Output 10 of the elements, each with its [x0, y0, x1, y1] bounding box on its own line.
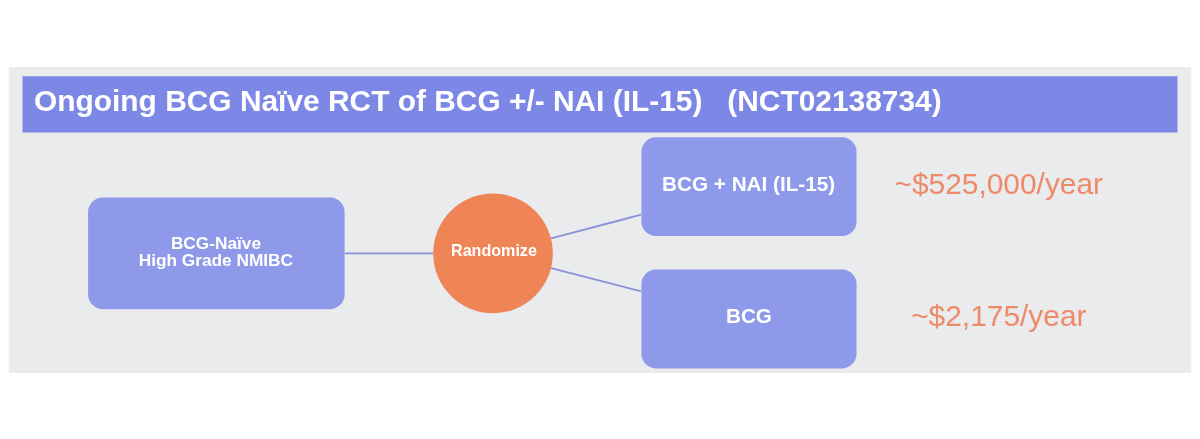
node-label: ~$525,000/year	[894, 166, 1104, 200]
connector	[550, 213, 643, 239]
connector	[550, 266, 643, 292]
node-box: BCG	[641, 268, 857, 368]
node-box: BCG + NAI (IL-15)	[641, 136, 857, 236]
node-circle: Randomize	[433, 193, 553, 313]
diagram-title: Ongoing BCG Naïve RCT of BCG +/- NAI (IL-15) (NCT02138734)	[34, 83, 942, 117]
node-label: ~$2,175/year	[911, 298, 1087, 332]
connector	[343, 251, 434, 254]
node-box: BCG-Naïve High Grade NMIBC	[88, 197, 345, 309]
